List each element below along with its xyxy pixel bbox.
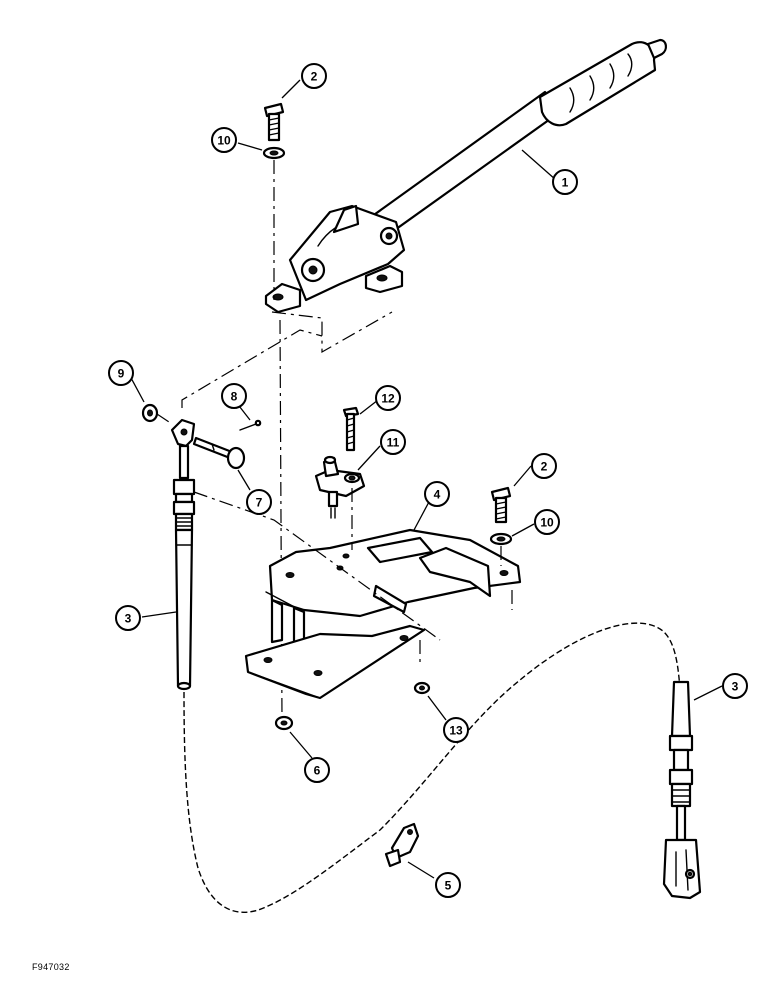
callout-c4: 4 bbox=[424, 481, 450, 507]
callout-circle bbox=[246, 489, 272, 515]
callout-label: 8 bbox=[231, 390, 238, 404]
leader-lines bbox=[129, 79, 723, 879]
callout-c1: 1 bbox=[552, 169, 578, 195]
callout-label: 1 bbox=[562, 176, 569, 190]
callout-c2a: 2 bbox=[301, 63, 327, 89]
callout-label: 13 bbox=[449, 724, 463, 738]
callout-c10b: 10 bbox=[534, 509, 560, 535]
callout-c5: 5 bbox=[435, 872, 461, 898]
callout-circle bbox=[304, 757, 330, 783]
callout-circle bbox=[534, 509, 560, 535]
callout-c13: 13 bbox=[443, 717, 469, 743]
callout-c3a: 3 bbox=[115, 605, 141, 631]
callout-c12: 12 bbox=[375, 385, 401, 411]
callout-circle bbox=[552, 169, 578, 195]
callout-label: 6 bbox=[314, 764, 321, 778]
callout-label: 7 bbox=[256, 496, 263, 510]
callout-circle bbox=[301, 63, 327, 89]
washer-9 bbox=[141, 403, 159, 423]
callout-c2b: 2 bbox=[531, 453, 557, 479]
hand-brake-lever bbox=[264, 38, 667, 354]
callout-label: 4 bbox=[434, 488, 441, 502]
callout-c11: 11 bbox=[380, 429, 406, 455]
nut-13 bbox=[413, 681, 431, 695]
figure-id: F947032 bbox=[32, 962, 70, 972]
washer-top bbox=[262, 146, 286, 160]
callout-circle bbox=[211, 127, 237, 153]
cotter-pin bbox=[239, 419, 262, 431]
callout-label: 12 bbox=[381, 392, 395, 406]
callout-label: 9 bbox=[118, 367, 125, 381]
bolt-right bbox=[490, 486, 512, 524]
callout-label: 2 bbox=[311, 70, 318, 84]
callout-label: 11 bbox=[387, 436, 400, 450]
callout-circle bbox=[221, 383, 247, 409]
callout-circle bbox=[380, 429, 406, 455]
callout-circle bbox=[443, 717, 469, 743]
callout-c6: 6 bbox=[304, 757, 330, 783]
callout-label: 10 bbox=[217, 134, 231, 148]
callout-circle bbox=[435, 872, 461, 898]
washer-right bbox=[489, 532, 513, 546]
cable-upper-end bbox=[170, 418, 196, 691]
brake-cable bbox=[183, 622, 681, 913]
callout-c9: 9 bbox=[108, 360, 134, 386]
callout-c3b: 3 bbox=[722, 673, 748, 699]
callout-c8: 8 bbox=[221, 383, 247, 409]
callout-label: 10 bbox=[540, 516, 554, 530]
cable-clip bbox=[384, 822, 420, 868]
callout-label: 3 bbox=[732, 680, 739, 694]
callout-circle bbox=[115, 605, 141, 631]
bolt-top bbox=[263, 102, 285, 142]
clevis-pin bbox=[192, 436, 246, 470]
screw-12 bbox=[342, 406, 360, 452]
mounting-plate bbox=[244, 528, 522, 700]
callout-circle bbox=[424, 481, 450, 507]
callout-circle bbox=[531, 453, 557, 479]
cable-lower-end bbox=[662, 680, 702, 900]
callout-circle bbox=[722, 673, 748, 699]
brake-switch bbox=[314, 455, 366, 519]
callout-circle bbox=[108, 360, 134, 386]
callout-c10a: 10 bbox=[211, 127, 237, 153]
callout-label: 3 bbox=[125, 612, 132, 626]
callout-label: 2 bbox=[541, 460, 548, 474]
callout-label: 5 bbox=[445, 879, 452, 893]
nut-6 bbox=[274, 715, 294, 731]
callout-circle bbox=[375, 385, 401, 411]
callout-c7: 7 bbox=[246, 489, 272, 515]
